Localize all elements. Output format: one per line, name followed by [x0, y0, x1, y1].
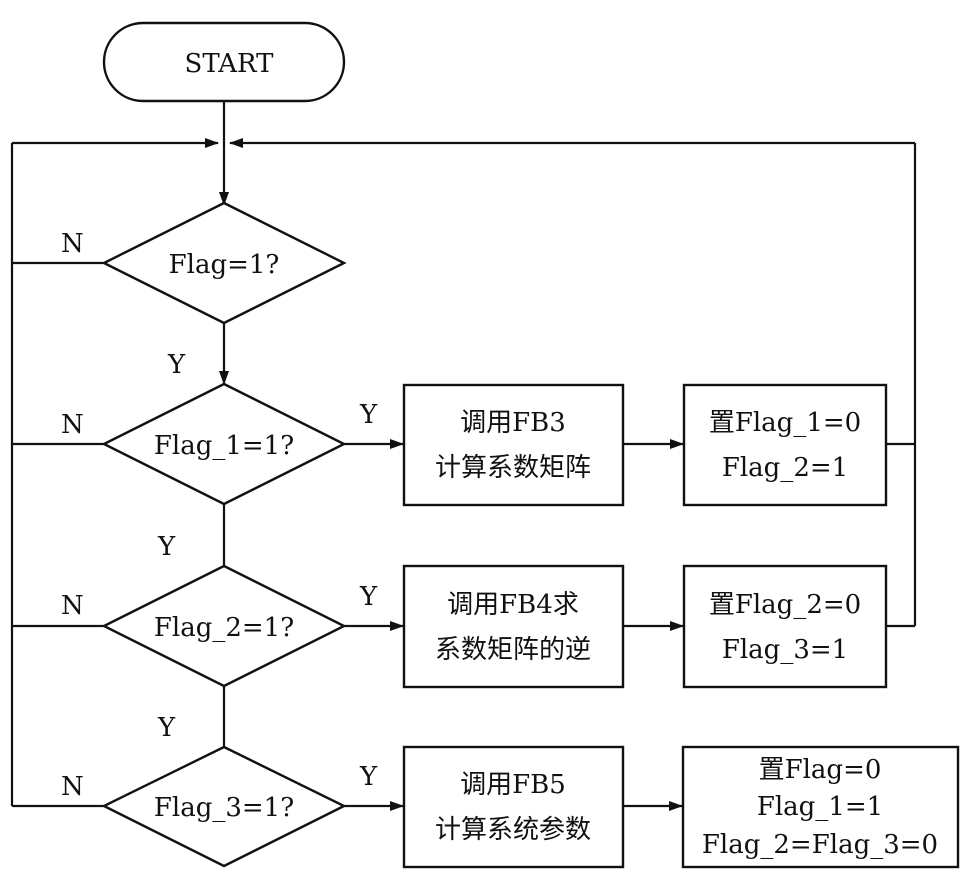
start-label: START [185, 49, 275, 79]
decision-flag: Flag=1? [101, 201, 347, 325]
process-fb5-line1: 调用FB5 [460, 770, 566, 800]
process-fb3-line1: 调用FB3 [460, 408, 566, 438]
start-terminal: START [102, 21, 346, 103]
assignment-set2: 置Flag_2=0 Flag_3=1 [682, 564, 888, 689]
decision-flag-label: Flag=1? [169, 250, 280, 280]
assignment-set3-line3: Flag_2=Flag_3=0 [702, 830, 938, 860]
yes-label-flag1-right: Y [359, 400, 378, 430]
decision-flag2-label: Flag_2=1? [154, 613, 294, 643]
process-fb3-line2: 计算系数矩阵 [435, 453, 591, 483]
assignment-set2-line2: Flag_3=1 [722, 635, 848, 665]
yes-label-flag: Y [167, 350, 186, 380]
yes-label-flag3-right: Y [359, 762, 378, 792]
process-fb5: 调用FB5 计算系统参数 [402, 745, 625, 869]
decision-flag2: Flag_2=1? [101, 564, 347, 688]
assignment-set2-line1: 置Flag_2=0 [709, 590, 861, 620]
process-fb5-line2: 计算系统参数 [435, 815, 591, 845]
process-fb4-line2: 系数矩阵的逆 [435, 635, 591, 665]
assignment-set1-line1: 置Flag_1=0 [709, 408, 861, 438]
assignment-set3: 置Flag=0 Flag_1=1 Flag_2=Flag_3=0 [681, 745, 960, 869]
no-label-flag3: N [61, 772, 84, 802]
assignment-set3-line2: Flag_1=1 [757, 792, 883, 822]
connectors [10, 102, 917, 811]
decision-flag3: Flag_3=1? [101, 745, 347, 868]
branch-labels: N N N N Y Y Y Y Y Y [61, 229, 378, 802]
yes-label-flag2-right: Y [359, 582, 378, 612]
yes-label-flag1-down: Y [157, 532, 176, 562]
process-fb4-line1: 调用FB4求 [447, 590, 579, 620]
assignment-set3-line1: 置Flag=0 [759, 755, 882, 785]
decision-flag3-label: Flag_3=1? [154, 793, 294, 823]
assignment-set1-line2: Flag_2=1 [722, 453, 848, 483]
yes-label-flag2-down: Y [157, 713, 176, 743]
decision-flag1-label: Flag_1=1? [154, 431, 294, 461]
process-fb3: 调用FB3 计算系数矩阵 [402, 383, 625, 507]
no-label-flag1: N [61, 410, 84, 440]
decision-flag1: Flag_1=1? [101, 382, 347, 506]
process-fb4: 调用FB4求 系数矩阵的逆 [402, 564, 625, 689]
assignment-set1: 置Flag_1=0 Flag_2=1 [682, 383, 888, 507]
no-label-flag2: N [61, 591, 84, 621]
no-label-flag: N [61, 229, 84, 259]
